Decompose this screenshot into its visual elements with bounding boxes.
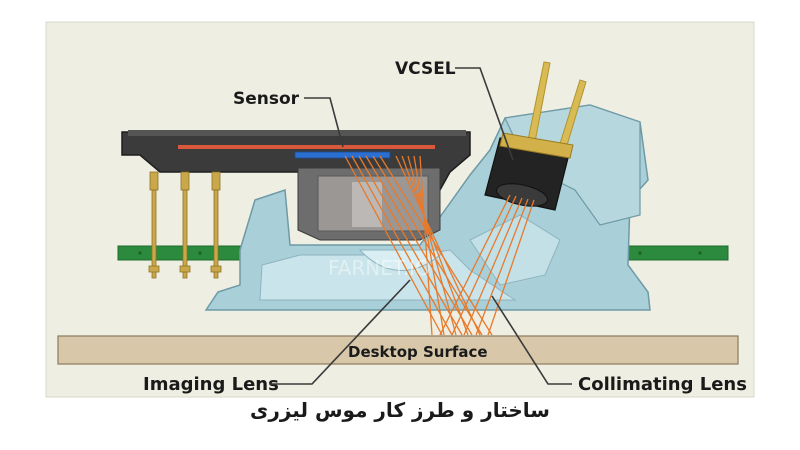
pcb-dots — [138, 251, 702, 255]
leader-collimating-lens — [491, 295, 572, 385]
imaging-lens-shape — [358, 249, 441, 271]
sensor-red-strip-2 — [355, 145, 435, 149]
leader-imaging-lens — [270, 279, 411, 385]
label-sensor: Sensor — [233, 89, 300, 109]
label-imaging-lens: Imaging Lens — [143, 374, 279, 395]
label-desktop-surface: Desktop Surface — [348, 343, 488, 361]
sensor-pins — [148, 171, 222, 279]
leader-vcsel — [455, 67, 514, 161]
laser-beams — [344, 155, 535, 336]
sensor-red-strip — [178, 145, 356, 149]
vcsel-package — [484, 132, 574, 211]
sensor-blue-die — [294, 151, 391, 159]
desktop-surface — [57, 335, 739, 365]
sensor-top-plate — [128, 130, 466, 136]
diagram-caption: ساختار و طرز کار موس لیزری — [250, 398, 550, 422]
sensor-window-highlight — [352, 182, 382, 227]
watermark: FARNET.IO — [328, 256, 431, 280]
label-collimating-lens: Collimating Lens — [578, 374, 747, 395]
leader-sensor — [304, 97, 344, 148]
label-vcsel: VCSEL — [395, 59, 456, 79]
